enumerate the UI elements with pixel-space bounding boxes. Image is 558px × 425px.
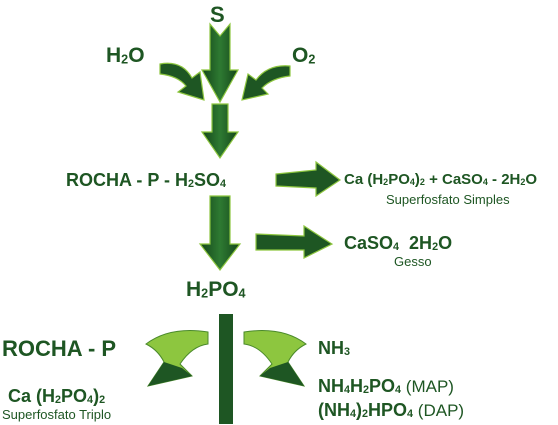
- gesso-formula: CaSO4 2H2O: [344, 233, 453, 254]
- center-divider-bar: [219, 314, 233, 424]
- water-curved-arrow: [159, 62, 205, 101]
- rock-acid-label: ROCHA - P - H2SO4: [66, 170, 227, 191]
- sulfur-down-arrow: [200, 22, 240, 104]
- triplo-caption: Superfosfato Triplo: [2, 407, 112, 422]
- ammonia-label: NH3: [318, 338, 351, 359]
- sulfur-label: S: [210, 2, 225, 27]
- gesso-right-arrow: [255, 224, 334, 259]
- gesso-caption: Gesso: [394, 254, 432, 269]
- triplo-formula: Ca (H2PO4)2: [8, 386, 106, 407]
- simples-right-arrow: [275, 160, 342, 198]
- phosphoric-acid-label: H2PO4: [186, 278, 246, 301]
- map-tag: (MAP): [401, 377, 454, 396]
- simples-caption: Superfosfato Simples: [386, 192, 510, 207]
- water-label: H2O: [106, 44, 145, 67]
- map-formula: NH4H2PO4 (MAP): [318, 376, 454, 397]
- acid-down-arrow: [198, 195, 242, 271]
- triplo-curved-arrow-shadow: [148, 362, 192, 386]
- dap-formula: (NH4)2HPO4 (DAP): [318, 400, 465, 421]
- simples-formula: Ca (H2PO4)2 + CaSO4 - 2H2O: [344, 171, 538, 188]
- phosphate-curved-arrow-shadow: [260, 362, 304, 386]
- rock-left-label: ROCHA - P: [2, 336, 117, 361]
- dap-tag: (DAP): [413, 401, 465, 420]
- oxygen-curved-arrow: [241, 65, 291, 101]
- reaction-down-arrow: [200, 103, 240, 160]
- oxygen-label: O2: [292, 44, 316, 67]
